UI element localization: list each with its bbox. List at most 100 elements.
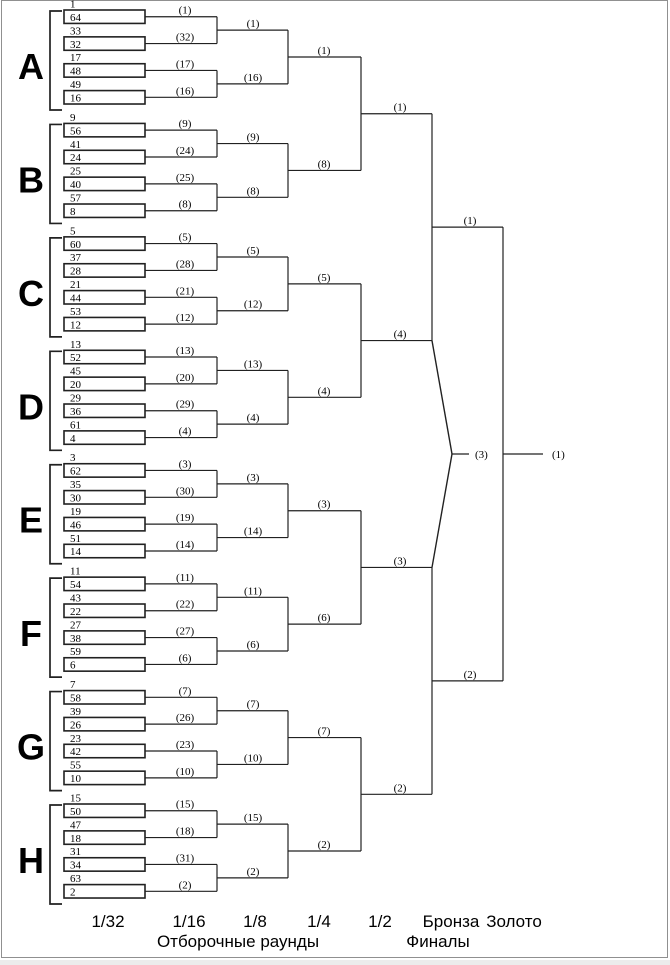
winner-label-1-4: (3) <box>394 555 407 567</box>
seed-number: 61 <box>70 419 81 431</box>
seed-number: 32 <box>70 39 81 51</box>
bronze-winner-label: (3) <box>475 449 488 461</box>
bronze-loser-line-top <box>431 340 453 455</box>
seed-number: 39 <box>70 706 82 718</box>
match-box <box>63 883 146 899</box>
seed-number: 48 <box>70 66 82 78</box>
seed-number: 59 <box>70 646 82 658</box>
finals-label: Финалы <box>406 932 470 951</box>
winner-label-1-4: (1) <box>394 102 407 114</box>
seed-number: 25 <box>70 166 82 178</box>
winner-label-1-32: (10) <box>176 766 195 778</box>
winner-label-1-16: (11) <box>244 585 262 597</box>
group-letter: F <box>20 613 42 654</box>
seed-number: 54 <box>70 579 82 591</box>
seed-number: 13 <box>70 339 82 351</box>
group-bracket <box>49 463 62 565</box>
round-label-1-32: 1/32 <box>91 912 125 931</box>
winner-label-1-32: (17) <box>176 58 195 70</box>
winner-label-1-16: (9) <box>247 132 260 144</box>
winner-label-1-32: (12) <box>176 312 195 324</box>
bronze-loser-line-bottom <box>431 453 453 568</box>
group-letter: C <box>18 273 44 314</box>
gold-winner-label: (1) <box>552 449 565 461</box>
seed-number: 26 <box>70 719 82 731</box>
winner-label-1-8: (6) <box>318 612 331 624</box>
winner-label-1-32: (5) <box>179 232 192 244</box>
winner-label-1-32: (8) <box>179 199 192 211</box>
winner-label-1-16: (1) <box>247 18 260 30</box>
round-label-bronze: Бронза <box>422 912 480 931</box>
winner-label-1-32: (21) <box>176 285 195 297</box>
group-letter: G <box>17 727 45 768</box>
qualifying-rounds-label: Отборочные раунды <box>156 932 320 951</box>
seed-number: 64 <box>70 12 82 24</box>
seed-number: 33 <box>70 25 82 37</box>
winner-label-1-32: (16) <box>176 85 195 97</box>
seed-number: 16 <box>70 93 82 105</box>
winner-label-1-32: (27) <box>176 626 195 638</box>
seed-number: 35 <box>70 479 82 491</box>
round-label-1-8: 1/8 <box>243 912 267 931</box>
group-letter: A <box>18 46 44 87</box>
winner-label-1-2: (2) <box>464 669 477 681</box>
seed-number: 56 <box>70 125 82 137</box>
seed-number: 29 <box>70 393 82 405</box>
seed-number: 14 <box>70 546 82 558</box>
seed-number: 23 <box>70 733 82 745</box>
seed-number: 41 <box>70 139 81 151</box>
seed-number: 24 <box>70 152 82 164</box>
winner-label-1-32: (20) <box>176 372 195 384</box>
winner-label-1-32: (31) <box>176 852 195 864</box>
seed-number: 57 <box>70 193 82 205</box>
group-bracket <box>49 10 62 111</box>
winner-label-1-2: (1) <box>464 215 477 227</box>
group-bracket <box>49 123 62 225</box>
winner-label-1-32: (19) <box>176 512 195 524</box>
winner-label-1-16: (13) <box>244 358 263 370</box>
winner-label-1-32: (4) <box>179 426 192 438</box>
winner-label-1-16: (6) <box>247 639 260 651</box>
winner-label-1-8: (8) <box>318 158 331 170</box>
winner-label-1-32: (15) <box>176 799 195 811</box>
winner-label-1-16: (15) <box>244 812 263 824</box>
match-box <box>63 656 146 672</box>
round-label-1-2: 1/2 <box>368 912 392 931</box>
winner-label-1-8: (2) <box>318 839 331 851</box>
seed-number: 34 <box>70 860 82 872</box>
winner-label-1-16: (2) <box>247 866 260 878</box>
window-bottom-edge <box>0 960 670 965</box>
winner-label-1-16: (14) <box>244 526 263 538</box>
winner-label-1-16: (10) <box>244 752 263 764</box>
winner-label-1-32: (6) <box>179 652 192 664</box>
winner-label-1-32: (7) <box>179 685 192 697</box>
seed-number: 17 <box>70 52 82 64</box>
winner-label-1-4: (4) <box>394 329 407 341</box>
winner-label-1-8: (4) <box>318 385 331 397</box>
group-bracket <box>49 237 62 338</box>
winner-label-1-16: (8) <box>247 185 260 197</box>
winner-label-1-32: (18) <box>176 826 195 838</box>
round-label-1-16: 1/16 <box>172 912 206 931</box>
winner-label-1-16: (5) <box>247 245 260 257</box>
winner-label-1-32: (23) <box>176 739 195 751</box>
seed-number: 51 <box>70 533 81 545</box>
match-box <box>63 430 146 446</box>
winner-label-1-32: (26) <box>176 712 195 724</box>
winner-label-1-32: (25) <box>176 172 195 184</box>
winner-label-1-32: (28) <box>176 258 195 270</box>
seed-number: 53 <box>70 306 82 318</box>
seed-number: 5 <box>70 225 76 237</box>
group-letter: D <box>18 386 44 427</box>
group-bracket <box>49 690 62 792</box>
seed-number: 49 <box>70 79 82 91</box>
winner-label-1-8: (5) <box>318 272 331 284</box>
seed-number: 6 <box>70 660 76 672</box>
seed-number: 4 <box>70 433 76 445</box>
seed-number: 55 <box>70 760 82 772</box>
seed-number: 21 <box>70 279 81 291</box>
winner-label-1-32: (14) <box>176 539 195 551</box>
seed-number: 63 <box>70 873 82 885</box>
winner-label-1-8: (7) <box>318 726 331 738</box>
